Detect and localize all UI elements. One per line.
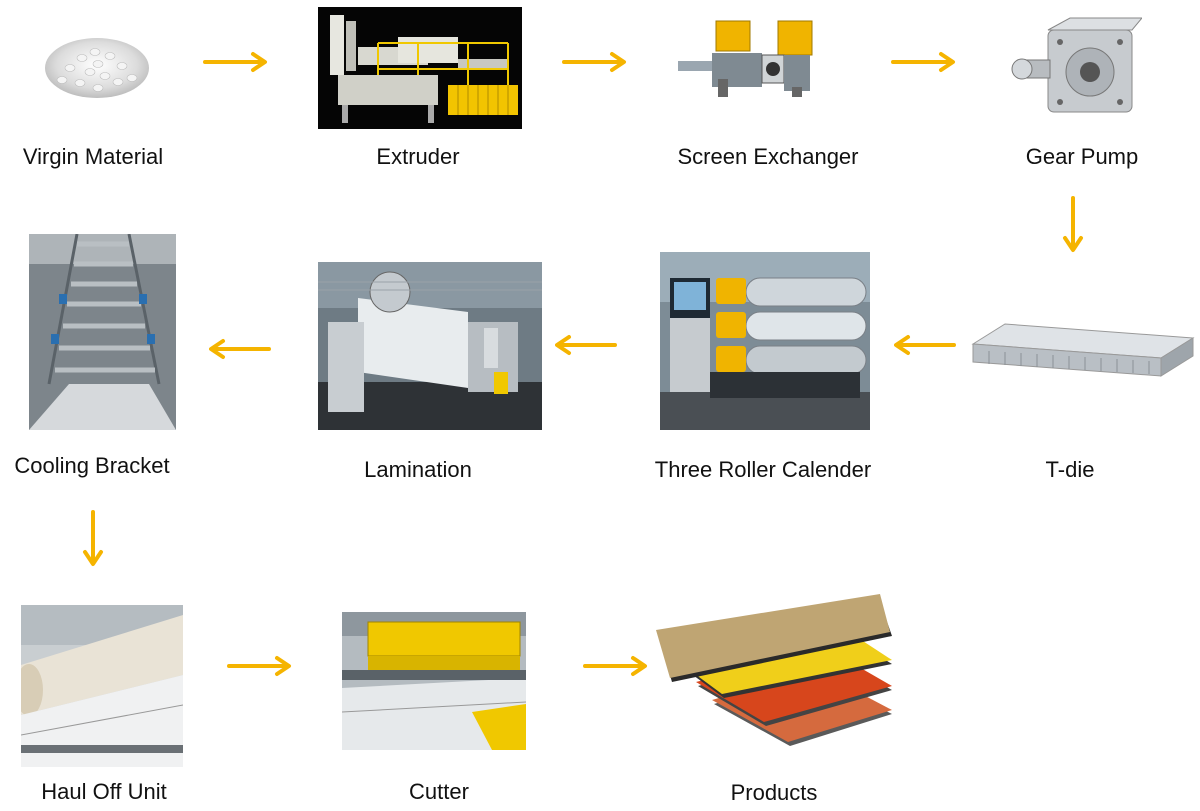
- step-label-products: Products: [730, 780, 818, 805]
- lamination-image: [318, 262, 542, 430]
- step-label-cutter: Cutter: [409, 779, 469, 804]
- arrow-right-icon: [891, 51, 957, 73]
- arrow-left-icon: [555, 334, 617, 356]
- step-label-screen-exchanger: Screen Exchanger: [677, 144, 859, 169]
- step-label-lamination: Lamination: [364, 457, 472, 482]
- arrow-right-icon: [227, 655, 293, 677]
- arrow-right-icon: [562, 51, 628, 73]
- cooling-bracket-image: [29, 234, 176, 430]
- step-label-extruder: Extruder: [376, 144, 460, 169]
- three-roller-calender-image: [660, 252, 870, 430]
- arrow-left-icon: [209, 338, 271, 360]
- arrow-left-icon: [894, 334, 956, 356]
- step-label-cooling-bracket: Cooling Bracket: [14, 453, 170, 478]
- arrow-right-icon: [583, 655, 649, 677]
- virgin-material-image: [40, 28, 155, 103]
- gear-pump-image: [1010, 16, 1142, 120]
- arrow-down-icon: [82, 510, 104, 568]
- arrow-right-icon: [203, 51, 269, 73]
- products-image: [654, 594, 892, 750]
- arrow-down-icon: [1062, 196, 1084, 254]
- step-label-haul-off-unit: Haul Off Unit: [41, 779, 167, 804]
- t-die-image: [965, 314, 1197, 388]
- screen-exchanger-image: [672, 17, 822, 99]
- cutter-image: [342, 612, 526, 750]
- haul-off-unit-image: [21, 605, 183, 767]
- extruder-image: [318, 7, 522, 129]
- step-label-gear-pump: Gear Pump: [1025, 144, 1139, 169]
- step-label-t-die: T-die: [1045, 457, 1095, 482]
- step-label-three-roller-calender: Three Roller Calender: [654, 457, 872, 482]
- step-label-virgin-material: Virgin Material: [22, 144, 164, 169]
